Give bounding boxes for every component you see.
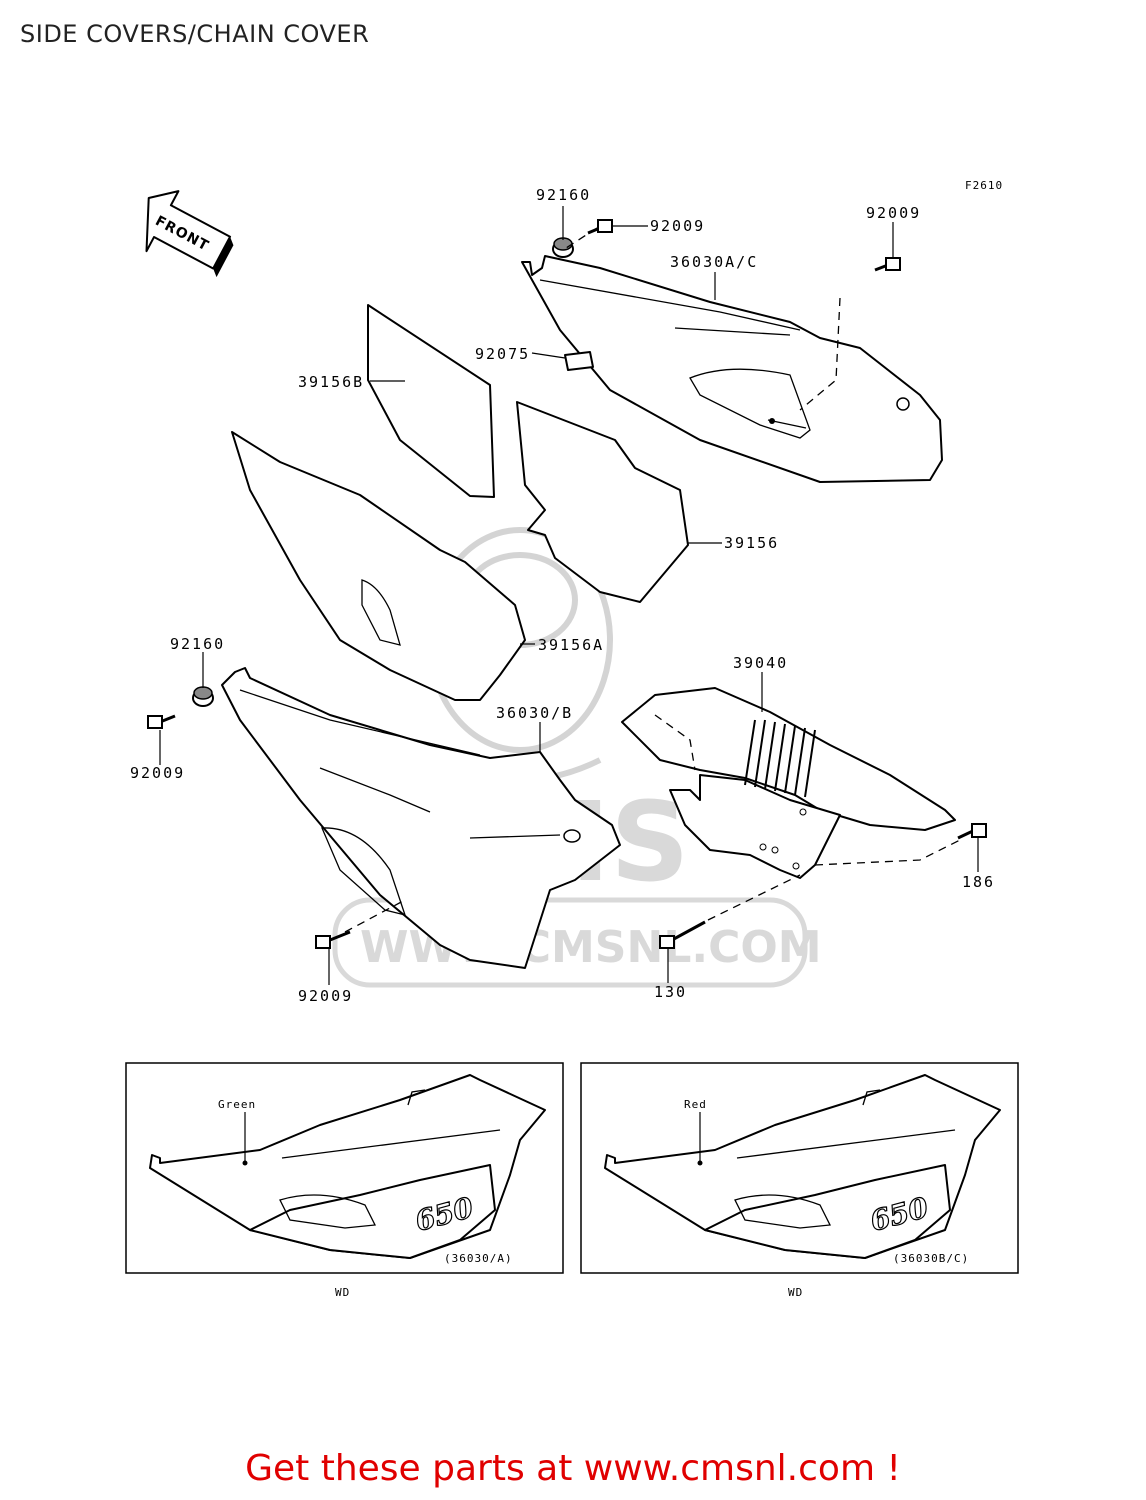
side-cover-36030ac — [521, 255, 943, 483]
callout-39156: 39156 — [724, 534, 779, 552]
panel-39156 — [516, 401, 689, 603]
callout-186: 186 — [962, 873, 995, 891]
page-title: SIDE COVERS/CHAIN COVER — [20, 20, 370, 48]
callout-39040: 39040 — [733, 654, 788, 672]
bolt-130 — [659, 920, 706, 949]
grommet-92160-left — [192, 686, 214, 707]
grommet-92160-top — [552, 237, 574, 258]
variant-code-green: (36030/A) — [444, 1252, 513, 1265]
bolt-92009-left — [147, 714, 176, 729]
variant-color-green: Green — [218, 1098, 256, 1111]
callout-36030ac: 36030A/C — [670, 253, 758, 271]
callout-36030b: 36030/B — [496, 704, 573, 722]
callout-92009-bottom: 92009 — [298, 987, 353, 1005]
panel-39156b — [367, 304, 495, 498]
variant-box-red: 650 Red (36030B/C) — [580, 1062, 1019, 1274]
side-cover-36030b — [221, 667, 621, 969]
clip-92075 — [564, 351, 594, 371]
callout-92160-left: 92160 — [170, 635, 225, 653]
dashed-leaders — [344, 227, 961, 933]
panel-39156a — [231, 431, 526, 701]
callout-92009-top1: 92009 — [650, 217, 705, 235]
callout-92160-top: 92160 — [536, 186, 591, 204]
variant-code-red: (36030B/C) — [893, 1252, 969, 1265]
bolt-92009-top2 — [874, 257, 901, 272]
chain-cover-39040 — [621, 687, 956, 879]
market-label-2: WD — [788, 1286, 803, 1299]
callout-92009-top2: 92009 — [866, 204, 921, 222]
figure-code: F2610 — [965, 179, 1003, 192]
leader-lines — [159, 206, 979, 985]
cta-link[interactable]: Get these parts at www.cmsnl.com ! — [245, 1448, 901, 1489]
callout-92009-left: 92009 — [130, 764, 185, 782]
bolt-92009-bottom — [315, 930, 351, 949]
callout-92075: 92075 — [475, 345, 530, 363]
variant-box-green: 650 Green (36030/A) — [125, 1062, 564, 1274]
front-arrow-icon: FRONT — [145, 190, 234, 278]
market-label-1: WD — [335, 1286, 350, 1299]
bolt-186 — [957, 823, 987, 840]
callout-130: 130 — [654, 983, 687, 1001]
callout-39156a: 39156A — [538, 636, 604, 654]
variant-color-red: Red — [684, 1098, 707, 1111]
callout-39156b: 39156B — [298, 373, 364, 391]
